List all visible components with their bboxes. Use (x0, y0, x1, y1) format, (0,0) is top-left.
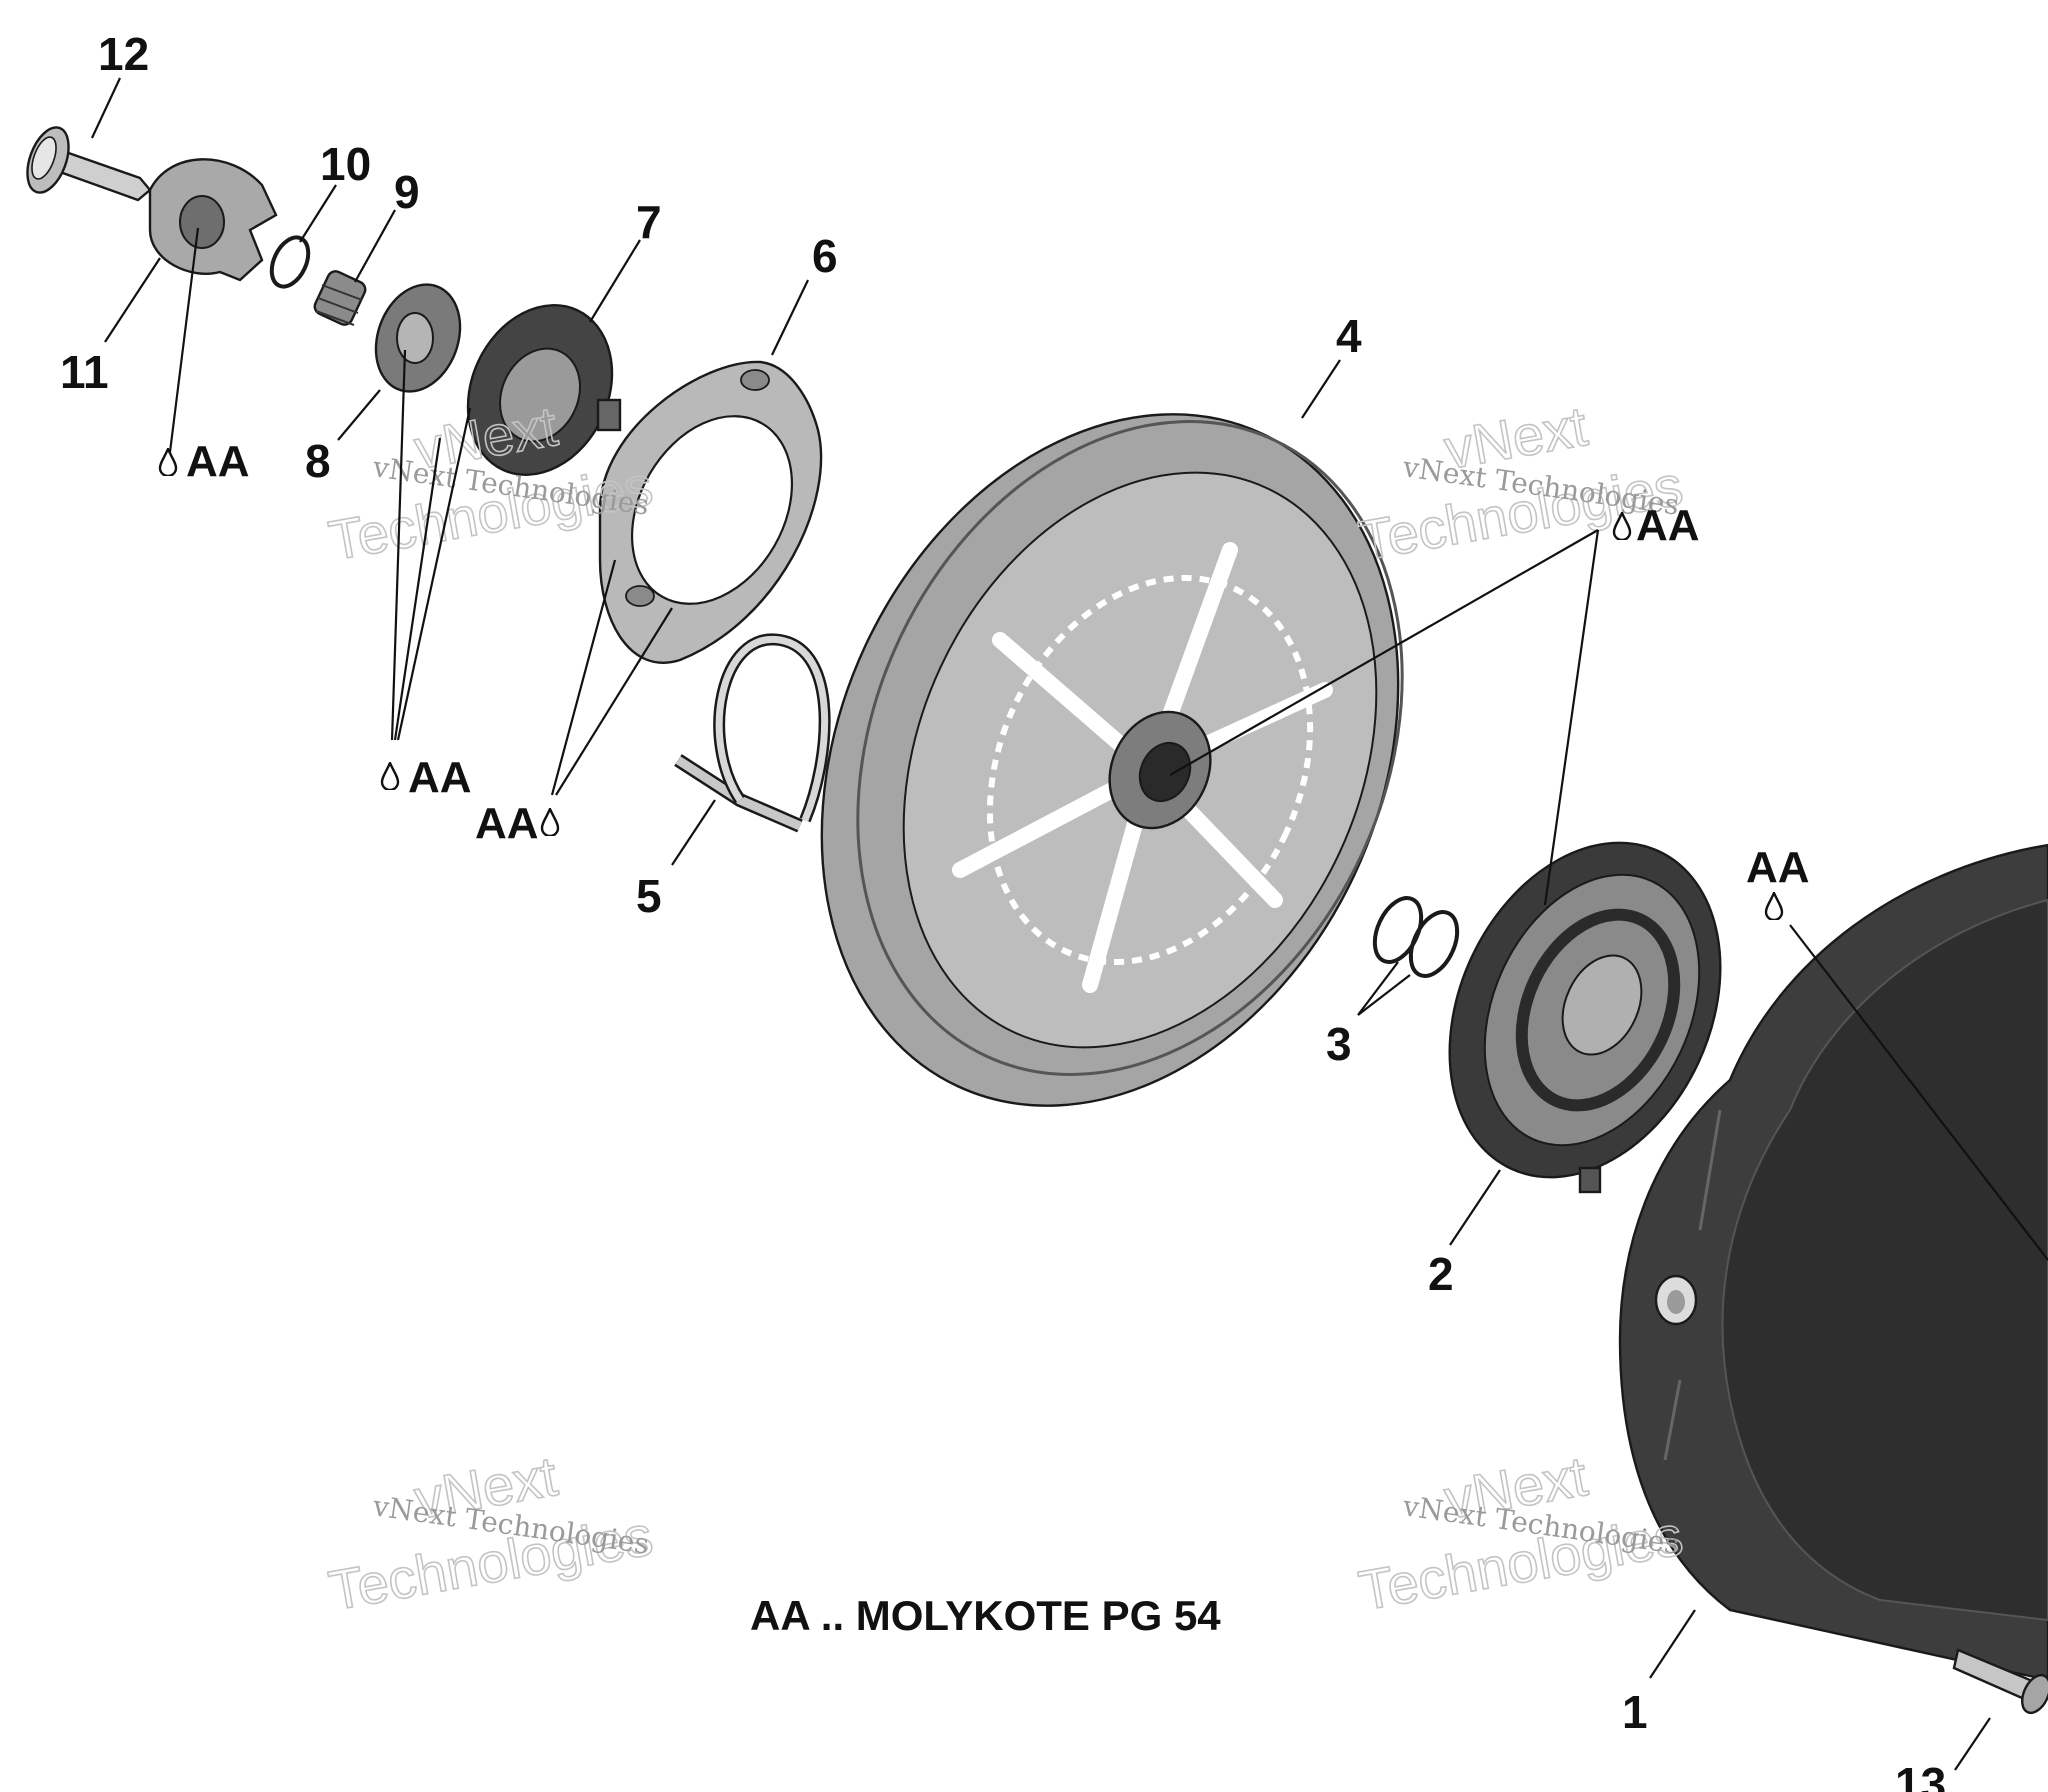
part-2-recoil-spring (1448, 841, 1722, 1194)
lubricant-tag-4: AA (1612, 501, 1700, 550)
part-12-shoulder-bolt (26, 126, 152, 202)
callout-9: 9 (394, 166, 420, 218)
svg-text:AA: AA (1636, 501, 1700, 550)
part-11-ratchet-cam (148, 158, 278, 282)
lubricant-tag-1: AA (1746, 843, 1810, 920)
callout-10: 10 (320, 138, 371, 190)
callout-4: 4 (1336, 310, 1362, 362)
part-10-o-ring (269, 235, 311, 289)
leader-lines (91, 77, 2048, 1771)
svg-text:AA: AA (1746, 843, 1810, 892)
lubricant-tag-6: AA (475, 799, 560, 848)
callout-7: 7 (636, 196, 662, 248)
part-6-guide-plate (598, 360, 823, 664)
svg-text:AA: AA (186, 437, 250, 486)
callout-5: 5 (636, 870, 662, 922)
callout-13: 13 (1895, 1758, 1946, 1792)
callout-12: 12 (98, 28, 149, 80)
part-8-friction-plate (374, 283, 462, 393)
callout-3: 3 (1326, 1018, 1352, 1070)
lubricant-tag-11: AA (158, 437, 250, 486)
callout-8: 8 (305, 435, 331, 487)
lubricant-legend: AA .. MOLYKOTE PG 54 (750, 1592, 1221, 1639)
lubricant-tag-8: AA (380, 753, 472, 802)
callout-2: 2 (1428, 1248, 1454, 1300)
callout-6: 6 (812, 230, 838, 282)
part-3-washers (1372, 896, 1460, 978)
part-9-spring (313, 270, 367, 326)
svg-text:AA: AA (475, 799, 539, 848)
callout-1: 1 (1622, 1686, 1648, 1738)
part-4-rope-pulley (820, 413, 1404, 1107)
part-1-starter-housing (1618, 843, 2048, 1682)
svg-text:AA: AA (408, 753, 472, 802)
part-13-screw (1952, 1648, 2048, 1715)
callout-11: 11 (60, 346, 109, 398)
part-5-starter-rope (674, 633, 831, 833)
part-7-ratchet-plate (466, 304, 622, 476)
